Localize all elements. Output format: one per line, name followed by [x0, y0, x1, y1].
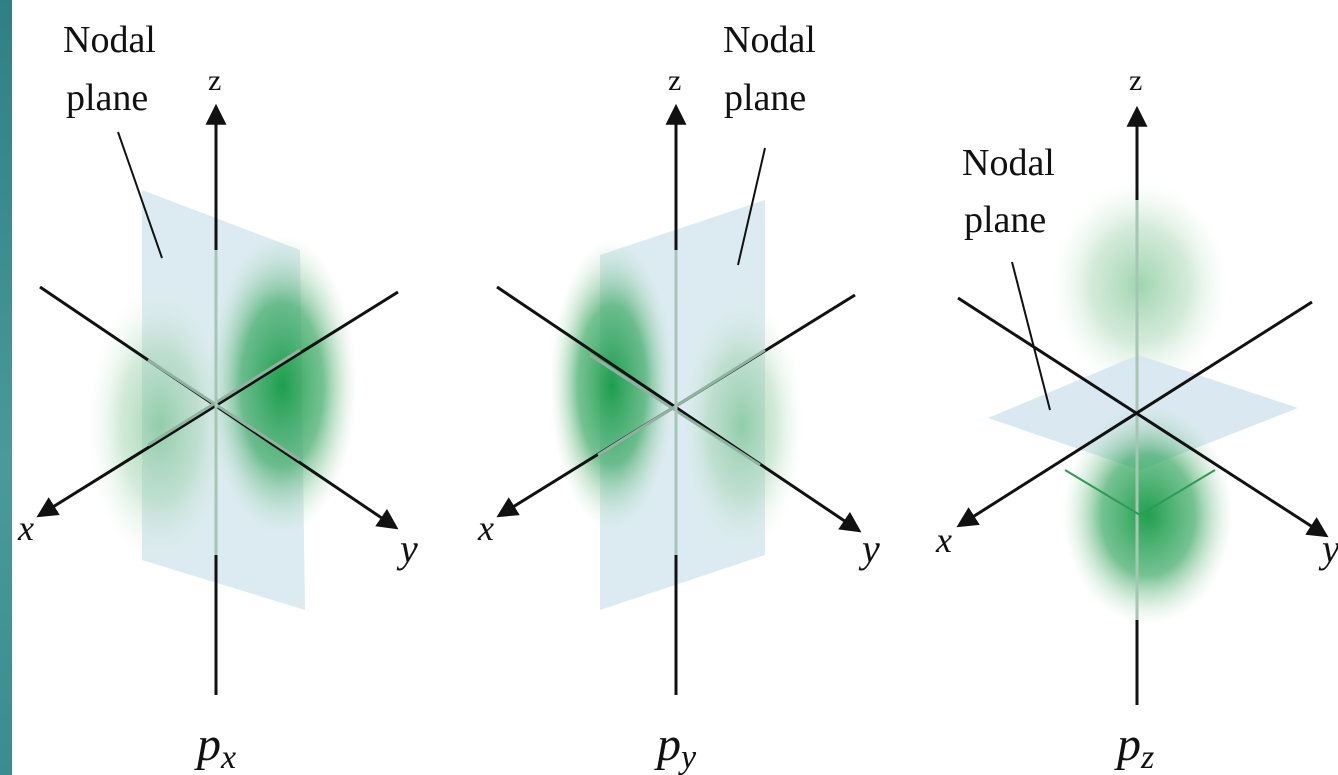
nodal-plane-pointer: [1011, 261, 1051, 411]
orbital-subscript: z: [1140, 739, 1154, 775]
lobe-left: [550, 240, 674, 530]
nodal-label-line1: Nodal: [962, 142, 1055, 184]
lobe-right: [680, 295, 804, 555]
orbital-letter: p: [654, 718, 681, 771]
nodal-label-line1: Nodal: [723, 19, 816, 61]
nodal-label-line2: plane: [964, 199, 1046, 241]
nodal-label-line2: plane: [724, 77, 806, 119]
x-axis-label: x: [935, 520, 952, 560]
x-axis-label: x: [17, 508, 34, 548]
nodal-plane-pointer: [117, 131, 163, 259]
panel-py: Nodal plane z x y py: [477, 19, 880, 775]
z-axis-label: z: [668, 64, 681, 97]
lobe-bottom: [1063, 405, 1233, 625]
orbital-letter: p: [194, 718, 221, 771]
z-axis-label: z: [1129, 64, 1142, 97]
orbital-label: pz: [1114, 718, 1154, 775]
nodal-label-line2: plane: [66, 77, 148, 119]
lobe-top: [1052, 180, 1228, 390]
nodal-label-line1: Nodal: [63, 19, 156, 61]
y-axis-label: y: [1318, 526, 1338, 571]
panel-pz: Nodal plane z x y pz: [935, 64, 1338, 775]
nodal-plane-pointer: [737, 147, 766, 266]
y-axis-label: y: [858, 526, 880, 571]
orbital-subscript: y: [678, 739, 697, 775]
x-axis-label: x: [477, 508, 494, 548]
orbital-subscript: x: [220, 739, 236, 775]
orbital-label: py: [654, 718, 697, 775]
z-axis-label: z: [208, 64, 221, 97]
lobe-left: [88, 285, 232, 565]
y-axis: [957, 296, 1329, 538]
orbital-label: px: [194, 718, 236, 775]
lobe-right: [207, 235, 357, 535]
x-axis: [36, 290, 399, 518]
y-axis-label: y: [396, 526, 418, 571]
panel-px: Nodal plane z x y px: [17, 19, 418, 775]
orbital-letter: p: [1114, 718, 1141, 771]
left-edge-bar: [0, 0, 12, 775]
